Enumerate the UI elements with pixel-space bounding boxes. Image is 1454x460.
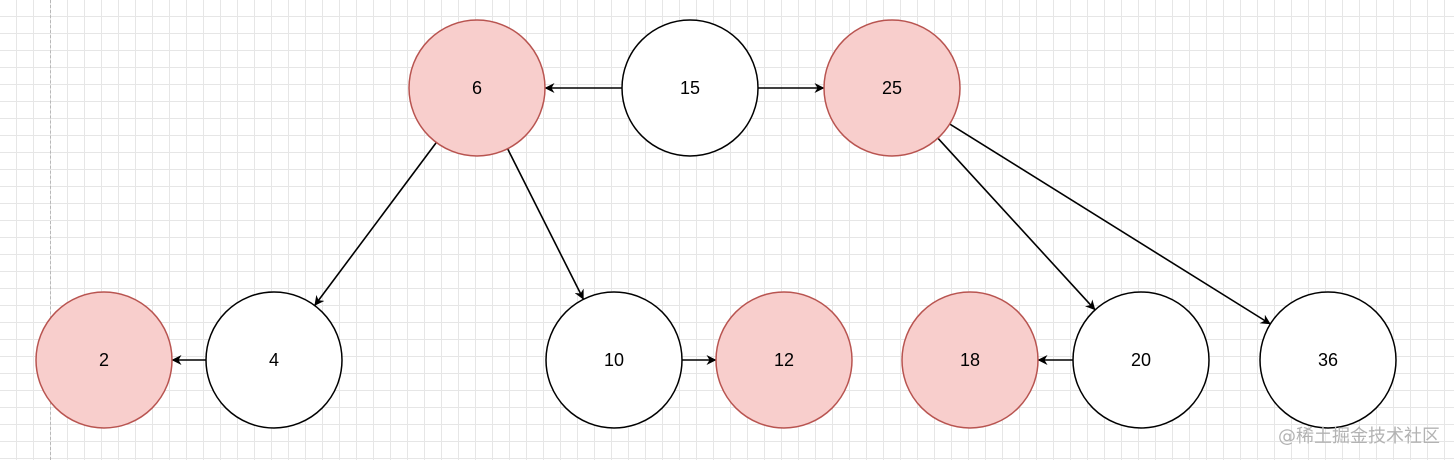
node-6: 6 (408, 19, 546, 157)
node-label-12: 12 (774, 350, 794, 370)
node-label-20: 20 (1131, 350, 1151, 370)
node-12: 12 (715, 291, 853, 429)
nodes-layer: 6 15 25 2 4 10 12 18 20 36 (35, 19, 1397, 429)
node-2: 2 (35, 291, 173, 429)
node-circle-12 (715, 291, 853, 429)
node-label-25: 25 (882, 78, 902, 98)
node-circle-10 (545, 291, 683, 429)
edge-n6-to-n10 (506, 148, 585, 300)
node-label-4: 4 (269, 350, 279, 370)
node-circle-15 (621, 19, 759, 157)
node-label-2: 2 (99, 350, 109, 370)
edge-n25-to-n20 (937, 137, 1096, 311)
edge-n25-to-n36 (949, 123, 1271, 325)
node-25: 25 (823, 19, 961, 157)
node-36: 36 (1259, 291, 1397, 429)
node-18: 18 (901, 291, 1039, 429)
node-circle-4 (205, 291, 343, 429)
node-label-10: 10 (604, 350, 624, 370)
node-label-36: 36 (1318, 350, 1338, 370)
watermark: @稀土掘金技术社区 (1278, 426, 1440, 447)
node-15: 15 (621, 19, 759, 157)
node-10: 10 (545, 291, 683, 429)
node-circle-6 (408, 19, 546, 157)
node-circle-2 (35, 291, 173, 429)
node-label-6: 6 (472, 78, 482, 98)
page-guide-line (50, 0, 51, 460)
node-label-18: 18 (960, 350, 980, 370)
node-4: 4 (205, 291, 343, 429)
node-circle-36 (1259, 291, 1397, 429)
edge-n6-to-n4 (314, 142, 437, 306)
node-circle-18 (901, 291, 1039, 429)
node-circle-20 (1072, 291, 1210, 429)
node-circle-25 (823, 19, 961, 157)
edges-layer (171, 83, 1271, 365)
node-label-15: 15 (680, 78, 700, 98)
node-20: 20 (1072, 291, 1210, 429)
